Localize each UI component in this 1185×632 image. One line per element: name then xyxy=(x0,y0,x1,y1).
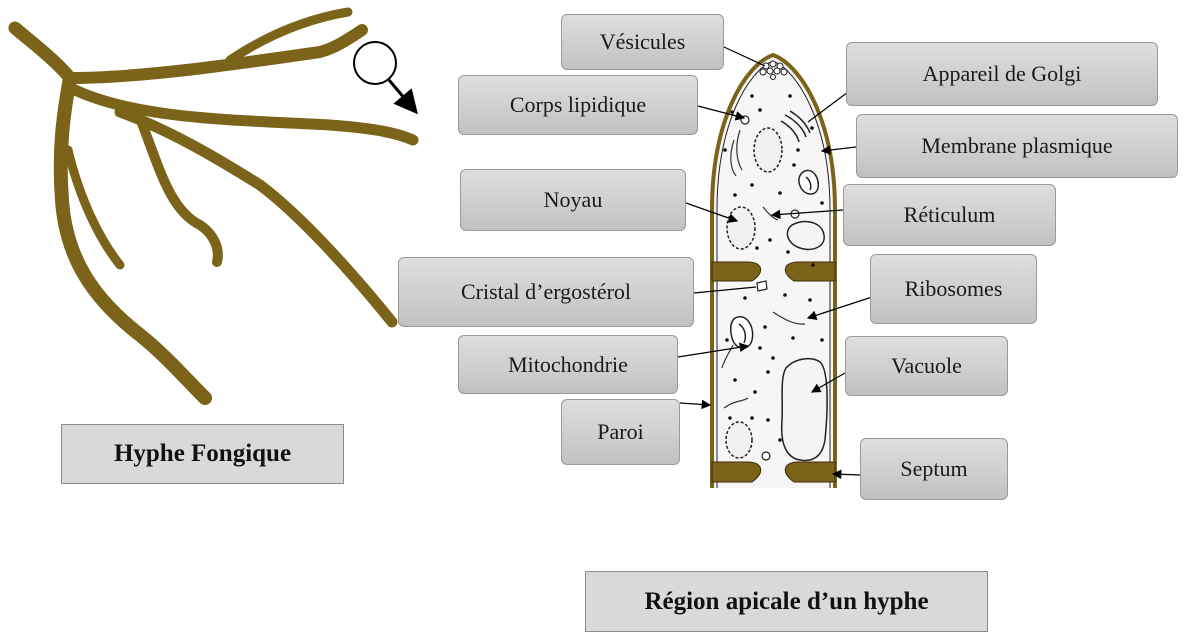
apical-cell-drawing xyxy=(712,55,835,488)
vacuole-drawing xyxy=(787,222,824,250)
label-corps-lipidique: Corps lipidique xyxy=(458,75,698,135)
label-paroi: Paroi xyxy=(561,399,680,465)
label-ribosomes: Ribosomes xyxy=(870,254,1037,324)
magnifier-icon xyxy=(354,42,416,112)
label-vacuole: Vacuole xyxy=(845,336,1008,396)
title-hyphe-fongique: Hyphe Fongique xyxy=(61,424,344,484)
label-mitochondrie: Mitochondrie xyxy=(458,335,678,394)
label-noyau: Noyau xyxy=(460,169,686,231)
nucleus-drawing xyxy=(754,128,782,172)
ergosterol-crystal-drawing xyxy=(757,281,767,291)
label-septum: Septum xyxy=(860,438,1008,500)
label-appareil-golgi: Appareil de Golgi xyxy=(846,42,1158,106)
label-membrane-plasmique: Membrane plasmique xyxy=(856,114,1178,178)
label-reticulum: Réticulum xyxy=(843,184,1056,246)
title-region-apicale: Région apicale d’un hyphe xyxy=(585,571,988,632)
label-cristal-ergosterol: Cristal d’ergostérol xyxy=(398,257,694,327)
fungal-hypha-drawing xyxy=(15,12,413,398)
label-vesicules: Vésicules xyxy=(561,14,724,70)
